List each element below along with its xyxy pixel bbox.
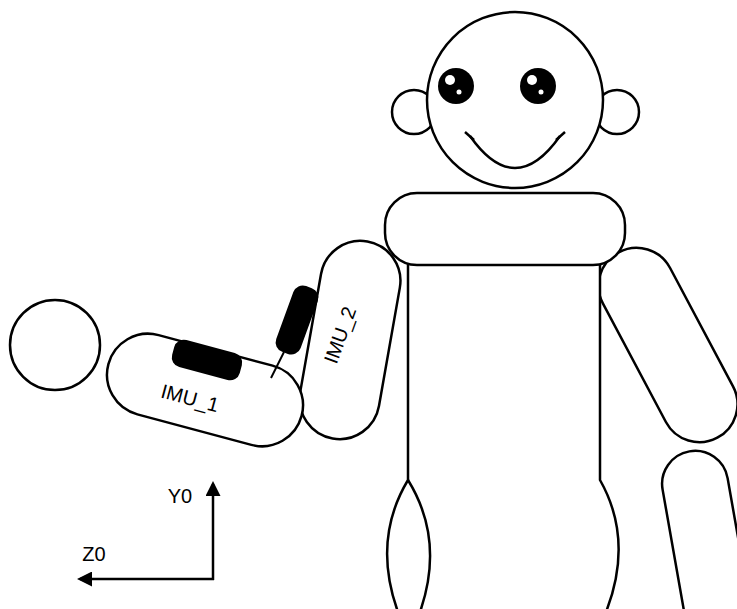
upper-arm bbox=[293, 235, 407, 446]
imu-sensor bbox=[170, 337, 245, 382]
imu-sensor bbox=[273, 283, 321, 358]
robot-body bbox=[387, 250, 619, 609]
axis-label: Z0 bbox=[82, 544, 105, 564]
shoulder-bar bbox=[385, 193, 625, 265]
axis-label: Y0 bbox=[168, 486, 192, 506]
axis-arrow bbox=[80, 578, 214, 581]
hand bbox=[10, 300, 100, 390]
face bbox=[438, 68, 565, 168]
axis-arrow bbox=[212, 484, 215, 580]
right-upper-arm bbox=[585, 234, 737, 455]
sensor-wire bbox=[271, 352, 284, 378]
head bbox=[427, 12, 603, 188]
right-forearm bbox=[657, 446, 737, 609]
hip-curve bbox=[408, 480, 430, 609]
